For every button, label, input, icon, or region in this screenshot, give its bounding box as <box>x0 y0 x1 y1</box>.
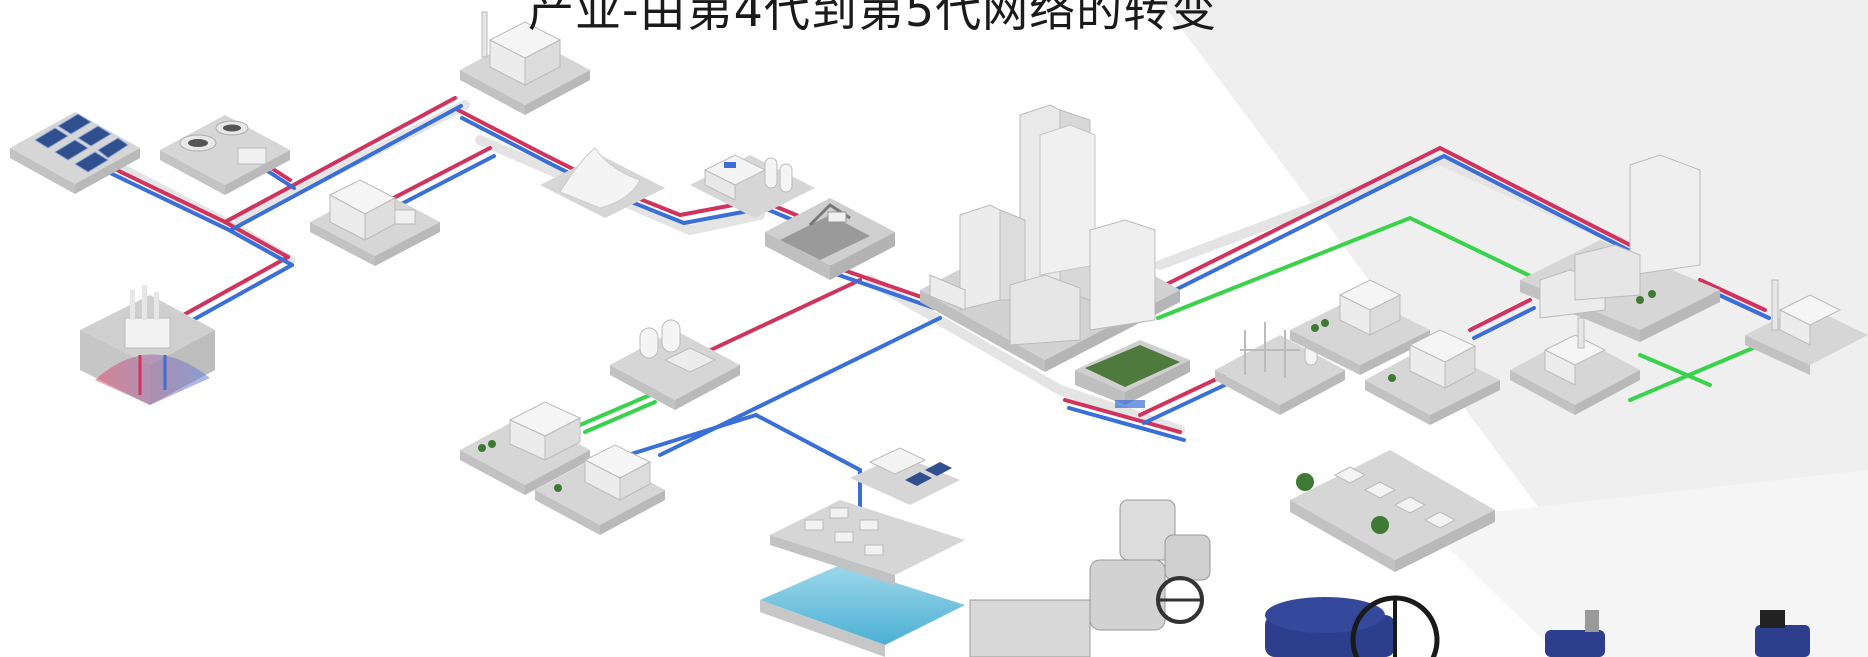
solar-farm <box>10 112 140 194</box>
chimney-factory <box>1510 317 1640 415</box>
grey-actuator <box>969 499 1211 657</box>
road-tunnel <box>1075 340 1190 408</box>
apartment-block <box>460 401 590 495</box>
compact-actuator <box>1755 610 1810 657</box>
residential-buildings <box>1365 329 1500 425</box>
city-center <box>920 104 1180 372</box>
mountain-tunnel <box>540 147 665 218</box>
blue-handwheel-actuator <box>1265 595 1440 657</box>
residential-buildings <box>1290 279 1430 375</box>
data-center-with-pool <box>760 447 965 657</box>
refinery <box>1215 322 1345 415</box>
power-plant <box>1745 279 1868 375</box>
slide-title: 产业-由第4代到第5代网络的转变 <box>528 0 1218 37</box>
high-rise-district <box>1520 154 1720 342</box>
housing-estate <box>1290 450 1495 572</box>
apartment-block <box>535 444 665 535</box>
factory <box>460 11 590 115</box>
gas-tank-facility <box>610 319 740 410</box>
background-wedge-lower <box>1420 470 1868 657</box>
industrial-tanks <box>690 154 815 218</box>
water-treatment <box>160 115 290 195</box>
small-actuator <box>1545 610 1605 657</box>
geothermal-plant <box>80 285 215 405</box>
office-building <box>310 179 440 266</box>
excavation-site <box>765 198 895 280</box>
